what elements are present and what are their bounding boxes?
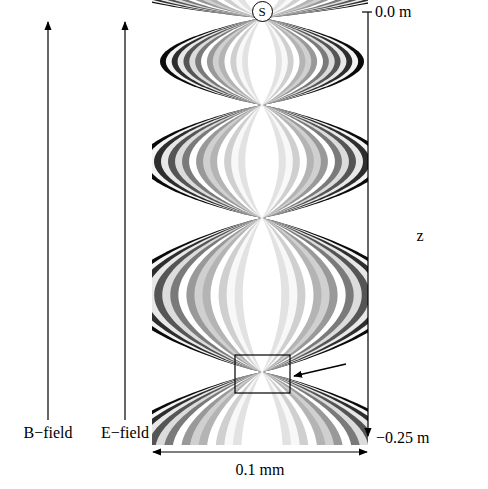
fringe-band bbox=[152, 372, 368, 445]
fringe-band bbox=[248, 18, 276, 105]
fringe-band bbox=[189, 18, 334, 105]
fringe-band bbox=[217, 105, 307, 218]
fringe-band bbox=[152, 218, 368, 372]
axis-tick bbox=[362, 11, 372, 12]
width-dimension bbox=[153, 451, 367, 452]
fringe-band bbox=[182, 105, 342, 218]
z-axis-arrow bbox=[367, 12, 368, 436]
fringe-band bbox=[154, 218, 368, 372]
fringe-band bbox=[190, 372, 335, 445]
fringe-band bbox=[152, 218, 368, 372]
source-circle: S bbox=[252, 1, 273, 22]
fringe-band bbox=[152, 105, 368, 218]
fringe-band bbox=[166, 18, 358, 105]
fringe-band bbox=[227, 218, 298, 372]
fringe-band bbox=[162, 218, 362, 372]
fringe-band bbox=[152, 372, 368, 445]
fringe-band bbox=[219, 18, 306, 105]
fringe-band bbox=[242, 18, 282, 105]
fringe-band bbox=[195, 18, 329, 105]
field-label: B−field bbox=[23, 425, 72, 441]
fringe-band bbox=[207, 372, 317, 445]
field-label: E−field bbox=[101, 425, 149, 441]
fringe-band bbox=[231, 105, 293, 218]
fringe-band bbox=[207, 18, 317, 105]
fringe-band bbox=[152, 218, 368, 372]
fringe-band bbox=[161, 105, 363, 218]
fringe-band bbox=[152, 105, 368, 218]
fringe-band bbox=[225, 18, 300, 105]
fringe-band bbox=[160, 18, 364, 105]
fringe-band bbox=[172, 372, 351, 445]
fringe-band bbox=[243, 218, 282, 372]
e-field-arrow bbox=[124, 22, 125, 420]
fringe-band bbox=[196, 105, 328, 218]
fringe-pattern bbox=[152, 0, 368, 445]
fringe-band bbox=[172, 18, 353, 105]
fringe-band bbox=[168, 105, 356, 218]
fringe-band bbox=[211, 218, 314, 372]
fringe-band bbox=[236, 18, 288, 105]
fringe-band bbox=[219, 218, 306, 372]
fringe-band bbox=[152, 372, 368, 445]
fringe-band bbox=[213, 18, 311, 105]
b-field-arrow bbox=[47, 22, 48, 420]
fringe-band bbox=[230, 18, 293, 105]
fringe-band bbox=[186, 218, 337, 372]
fringe-band bbox=[241, 372, 282, 445]
fringe-band bbox=[245, 105, 279, 218]
fringe-band bbox=[201, 18, 323, 105]
fringe-band bbox=[216, 372, 309, 445]
fringe-band bbox=[210, 105, 314, 218]
fringe-band bbox=[175, 105, 349, 218]
pointer-arrow bbox=[294, 364, 346, 376]
fringe-band bbox=[152, 372, 368, 445]
fringe-band bbox=[233, 372, 292, 445]
fringe-band bbox=[181, 372, 343, 445]
fringe-band bbox=[152, 372, 368, 445]
axis-value: −0.25 m bbox=[376, 430, 429, 446]
fringe-band bbox=[194, 218, 329, 372]
axis-name: z bbox=[416, 228, 423, 244]
fringe-band bbox=[170, 218, 353, 372]
source-label: S bbox=[258, 5, 265, 18]
fringe-band bbox=[189, 105, 335, 218]
fringe-band bbox=[203, 218, 322, 372]
fringe-band bbox=[152, 218, 368, 372]
fringe-band bbox=[178, 18, 347, 105]
axis-value: 0.0 m bbox=[375, 4, 411, 20]
fringe-band bbox=[178, 218, 345, 372]
fringe-band bbox=[198, 372, 326, 445]
fringe-band bbox=[155, 372, 368, 445]
fringe-band bbox=[203, 105, 321, 218]
zoom-box bbox=[235, 355, 290, 393]
dimension-label: 0.1 mm bbox=[236, 462, 285, 478]
fringe-band bbox=[224, 105, 300, 218]
fringe-band bbox=[154, 105, 368, 218]
fringe-band bbox=[183, 18, 340, 105]
fringe-band bbox=[164, 372, 361, 445]
fringe-band bbox=[235, 218, 290, 372]
fringe-band bbox=[238, 105, 286, 218]
